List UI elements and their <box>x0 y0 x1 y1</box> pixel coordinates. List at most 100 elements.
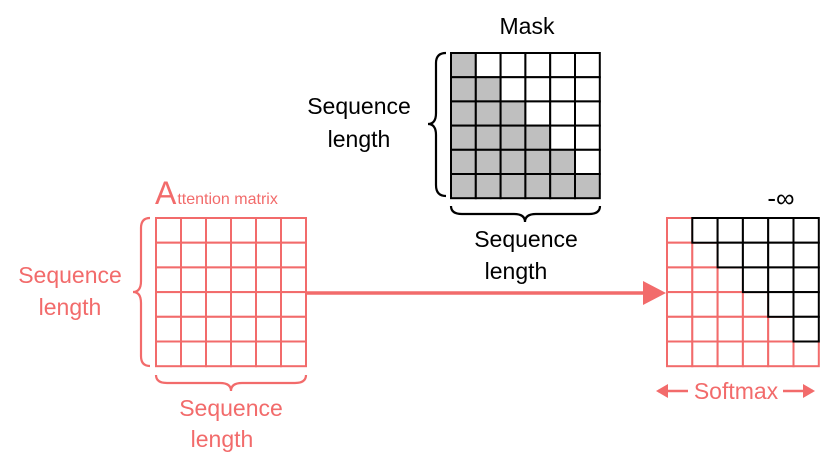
attention-cell <box>180 217 207 244</box>
result-cell-kept <box>716 340 744 368</box>
mask-cell-filled <box>474 124 502 151</box>
mask-cell-filled <box>474 148 502 176</box>
mask-cell-filled <box>499 173 527 200</box>
result-cell-kept <box>716 315 744 343</box>
attention-cell <box>155 217 182 244</box>
attention-cell <box>230 266 257 294</box>
mask-cell-filled <box>450 76 477 103</box>
mask-cell-empty <box>574 100 601 127</box>
mask-cell-filled <box>499 100 527 127</box>
result-cell-kept <box>716 291 744 318</box>
result-cell-kept <box>666 241 694 269</box>
mask-bottom-label-line1: Sequence <box>474 226 578 252</box>
attention-cell <box>280 315 307 343</box>
attention-title-initial: A <box>155 175 177 211</box>
attention-cell <box>280 241 307 269</box>
attention-cell <box>255 266 282 294</box>
result-cell-kept <box>767 340 795 368</box>
mask-grid <box>450 52 601 200</box>
mask-cell-empty <box>549 124 577 151</box>
attention-left-label-line1: Sequence <box>18 262 122 288</box>
mask-cell-filled <box>450 124 477 151</box>
mask-cell-filled <box>549 173 577 200</box>
attention-cell <box>255 340 282 368</box>
attention-title-rest: ttention matrix <box>177 191 277 208</box>
result-cell-masked <box>767 217 795 244</box>
attention-cell <box>205 217 232 244</box>
mask-cell-empty <box>499 76 527 103</box>
result-cell-kept <box>666 340 694 368</box>
result-cell-kept <box>716 266 744 294</box>
softmax-arrow-left-head <box>656 384 668 398</box>
result-cell-masked <box>691 217 719 244</box>
result-cell-masked <box>741 241 770 269</box>
mask-cell-filled <box>524 173 552 200</box>
result-cell-masked <box>767 266 795 294</box>
mask-cell-empty <box>524 100 552 127</box>
result-cell-masked <box>716 217 744 244</box>
mask-cell-filled <box>474 76 502 103</box>
mask-cell-filled <box>574 173 601 200</box>
mask-left-brace <box>427 51 447 198</box>
mask-cell-filled <box>474 173 502 200</box>
attention-cell <box>280 340 307 368</box>
result-cell-kept <box>741 291 770 318</box>
attention-cell <box>280 266 307 294</box>
mask-cell-filled <box>549 148 577 176</box>
mask-cell-empty <box>549 100 577 127</box>
arrow-head <box>643 281 666 305</box>
mask-bottom-label-line2: length <box>485 258 548 284</box>
attention-cell <box>230 315 257 343</box>
attention-cell <box>155 241 182 269</box>
mask-cell-empty <box>524 76 552 103</box>
result-cell-kept <box>691 241 719 269</box>
result-cell-kept <box>691 340 719 368</box>
attention-cell <box>230 241 257 269</box>
mask-bottom-brace <box>449 205 602 223</box>
mask-cell-empty <box>574 124 601 151</box>
attention-cell <box>205 266 232 294</box>
result-cell-masked <box>741 217 770 244</box>
mask-cell-filled <box>499 148 527 176</box>
result-cell-kept <box>792 340 820 368</box>
mask-title: Mask <box>500 13 555 39</box>
result-cell-masked <box>792 266 820 294</box>
mask-cell-empty <box>574 148 601 176</box>
attention-cell <box>280 291 307 318</box>
softmax-label: Softmax <box>694 378 779 404</box>
attention-title: Attention matrix <box>155 175 278 211</box>
attention-cell <box>205 291 232 318</box>
neg-infinity-label: -∞ <box>767 183 794 213</box>
mask-cell-empty <box>549 76 577 103</box>
attention-cell <box>180 340 207 368</box>
mask-cell-empty <box>499 52 527 79</box>
attention-cell <box>230 340 257 368</box>
mask-cell-filled <box>450 52 477 79</box>
mask-cell-empty <box>524 52 552 79</box>
mask-cell-filled <box>524 148 552 176</box>
attention-cell <box>230 217 257 244</box>
attention-cell <box>255 241 282 269</box>
result-cell-masked <box>792 217 820 244</box>
mask-cell-filled <box>474 100 502 127</box>
mask-cell-filled <box>450 100 477 127</box>
attention-cell <box>255 217 282 244</box>
attention-cell <box>255 315 282 343</box>
attention-cell <box>155 291 182 318</box>
mask-cell-filled <box>450 148 477 176</box>
attention-cell <box>280 217 307 244</box>
result-cell-kept <box>691 266 719 294</box>
mask-cell-filled <box>450 173 477 200</box>
result-cell-kept <box>666 315 694 343</box>
attention-cell <box>180 241 207 269</box>
result-cell-masked <box>792 291 820 318</box>
result-cell-masked <box>767 241 795 269</box>
mask-cell-empty <box>474 52 502 79</box>
attention-left-brace <box>132 216 151 368</box>
mask-cell-filled <box>499 124 527 151</box>
attention-bottom-label-line1: Sequence <box>179 395 283 421</box>
result-cell-kept <box>666 266 694 294</box>
attention-cell <box>205 315 232 343</box>
attention-grid <box>155 217 307 368</box>
